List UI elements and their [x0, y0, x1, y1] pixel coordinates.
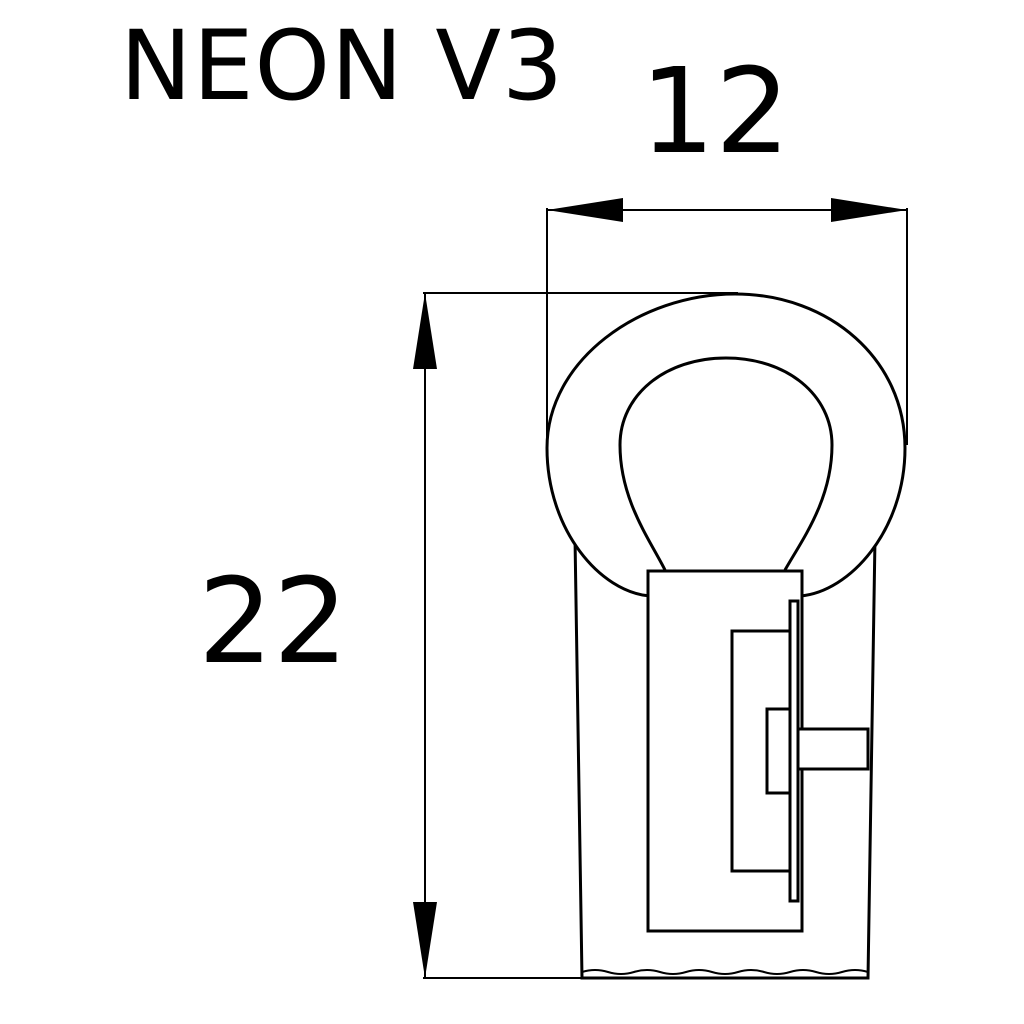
width-arrow-right [831, 198, 907, 222]
height-dimension-line [413, 292, 738, 979]
height-arrow-bottom [413, 902, 437, 978]
width-dimension-label: 12 [640, 42, 791, 180]
width-arrow-left [547, 198, 623, 222]
height-dimension-label: 22 [198, 552, 349, 690]
height-arrow-top [413, 293, 437, 369]
connector-tab [796, 727, 870, 771]
product-title: NEON V3 [120, 10, 565, 122]
neon-profile-cross-section-icon [545, 292, 907, 980]
housing-bottom-edge [581, 969, 869, 975]
housing-body [573, 537, 877, 980]
outer-lens [545, 292, 907, 598]
width-dimension-line [546, 198, 908, 445]
inner-bulb [618, 356, 834, 571]
